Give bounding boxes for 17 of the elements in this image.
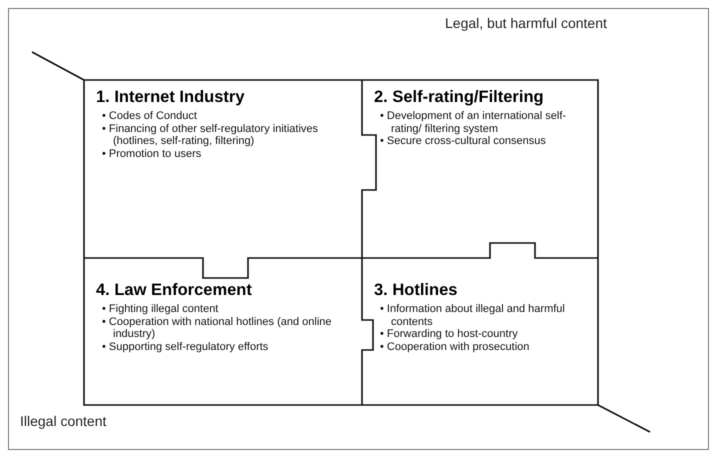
bullet-item: • Supporting self-regulatory efforts <box>102 340 270 353</box>
panel-heading: 1. Internet Industry <box>96 88 246 107</box>
bullet-item: • Promotion to users <box>102 148 202 160</box>
bullet-item: • Cooperation with prosecution <box>380 340 530 353</box>
bullet-item: • Development of an international self-rating/ filtering system <box>380 110 568 135</box>
region-label: Legal, but harmful content <box>445 15 607 31</box>
bullet-item: • Secure cross-cultural consensus <box>380 135 547 148</box>
bullet-item: • Forwarding to host-country <box>380 328 519 340</box>
panel-heading: 2. Self-rating/Filtering <box>374 88 545 107</box>
bullet-item: • Codes of Conduct <box>102 110 198 122</box>
bullet-item: • Financing of other self-regulatory initiatives (hotlines, self-rating, filtering) <box>102 122 320 148</box>
panel-heading: 3. Hotlines <box>374 281 458 300</box>
bullet-item: • Information about illegal and harmful contents <box>380 303 566 328</box>
region-label: Illegal content <box>20 413 106 429</box>
bullet-item: • Fighting illegal content <box>102 303 220 316</box>
panel-heading: 4. Law Enforcement <box>96 281 253 300</box>
bullet-item: • Cooperation with national hotlines (and online industry) <box>102 316 333 340</box>
